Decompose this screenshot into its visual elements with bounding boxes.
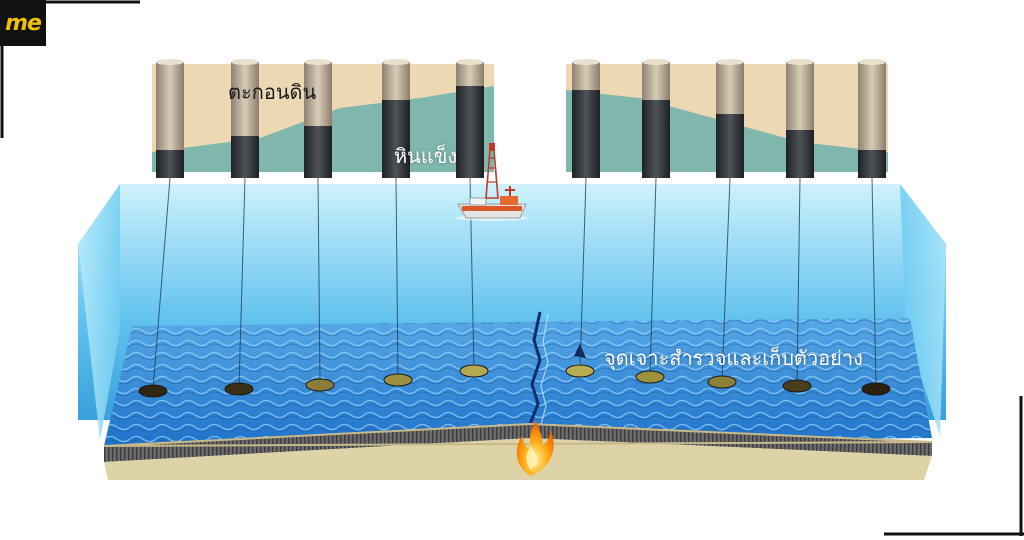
core-rock-section xyxy=(716,114,744,178)
drill-line xyxy=(796,177,801,385)
core-sample xyxy=(572,59,600,178)
seafloor xyxy=(104,311,932,446)
drill-hole xyxy=(707,375,737,389)
core-sample xyxy=(156,59,184,178)
ridge-fire-icon xyxy=(516,420,554,476)
ocean-water-left xyxy=(78,184,120,440)
label-sediment: ตะกอนดิน xyxy=(228,80,317,104)
core-sample xyxy=(858,59,886,178)
core-sample xyxy=(642,59,670,178)
core-top xyxy=(231,59,259,65)
core-sample xyxy=(231,59,259,178)
core-top xyxy=(382,59,410,65)
core-top xyxy=(786,59,814,65)
drill-hole xyxy=(383,373,413,387)
core-rock-section xyxy=(231,136,259,178)
drill-line xyxy=(152,177,171,390)
core-sample xyxy=(786,59,814,178)
drill-line xyxy=(579,177,587,370)
seafloor-texture xyxy=(104,318,932,446)
drill-hole xyxy=(635,370,665,384)
core-sediment-section xyxy=(642,62,670,100)
core-rock-section xyxy=(456,86,484,178)
drill-hole xyxy=(224,382,254,396)
core-top xyxy=(716,59,744,65)
core-top xyxy=(642,59,670,65)
core-sediment-section xyxy=(382,62,410,100)
core-sample xyxy=(304,59,332,178)
core-sediment-section xyxy=(304,62,332,126)
core-sediment-section xyxy=(716,62,744,114)
label-drill-sites: จุดเจาะสำรวจและเก็บตัวอย่าง xyxy=(604,346,863,370)
core-sediment-section xyxy=(572,62,600,90)
label-hard-rock: หินแข็ง xyxy=(394,144,458,168)
drill-line xyxy=(395,177,399,379)
drill-hole xyxy=(138,384,168,398)
drill-hole xyxy=(305,378,335,392)
core-samples xyxy=(156,59,886,178)
core-sediment-section xyxy=(231,62,259,136)
core-rock-section xyxy=(572,90,600,178)
ridge-crack-highlight xyxy=(539,313,549,429)
core-top xyxy=(572,59,600,65)
drill-line xyxy=(238,177,246,388)
drill-line xyxy=(721,177,731,381)
crust-top-edge xyxy=(103,422,933,447)
core-rock-section xyxy=(642,100,670,178)
core-top xyxy=(858,59,886,65)
core-sample xyxy=(382,59,410,178)
drill-line xyxy=(649,177,657,376)
core-rock-section xyxy=(382,100,410,178)
drill-hole xyxy=(565,364,595,378)
core-sample xyxy=(716,59,744,178)
brand-logo-text: me xyxy=(5,10,42,36)
core-sample xyxy=(456,59,484,178)
core-top xyxy=(304,59,332,65)
core-rock-section xyxy=(786,130,814,178)
core-sediment-section xyxy=(156,62,184,150)
core-sediment-section xyxy=(786,62,814,130)
seafloor-rock xyxy=(574,344,586,358)
core-sediment-section xyxy=(858,62,886,150)
core-top xyxy=(156,59,184,65)
core-sediment-section xyxy=(456,62,484,86)
drill-hole xyxy=(459,364,489,378)
brand-logo: me xyxy=(0,0,46,46)
drill-line xyxy=(317,177,321,384)
drilling-ship-icon xyxy=(456,143,528,221)
drill-line xyxy=(871,177,877,388)
ocean-water-right xyxy=(900,184,946,436)
drill-hole xyxy=(782,379,812,393)
drill-hole xyxy=(861,382,891,396)
core-top xyxy=(456,59,484,65)
core-rock-section xyxy=(156,150,184,178)
core-rock-section xyxy=(858,150,886,178)
drill-holes xyxy=(138,364,891,398)
core-rock-section xyxy=(304,126,332,178)
